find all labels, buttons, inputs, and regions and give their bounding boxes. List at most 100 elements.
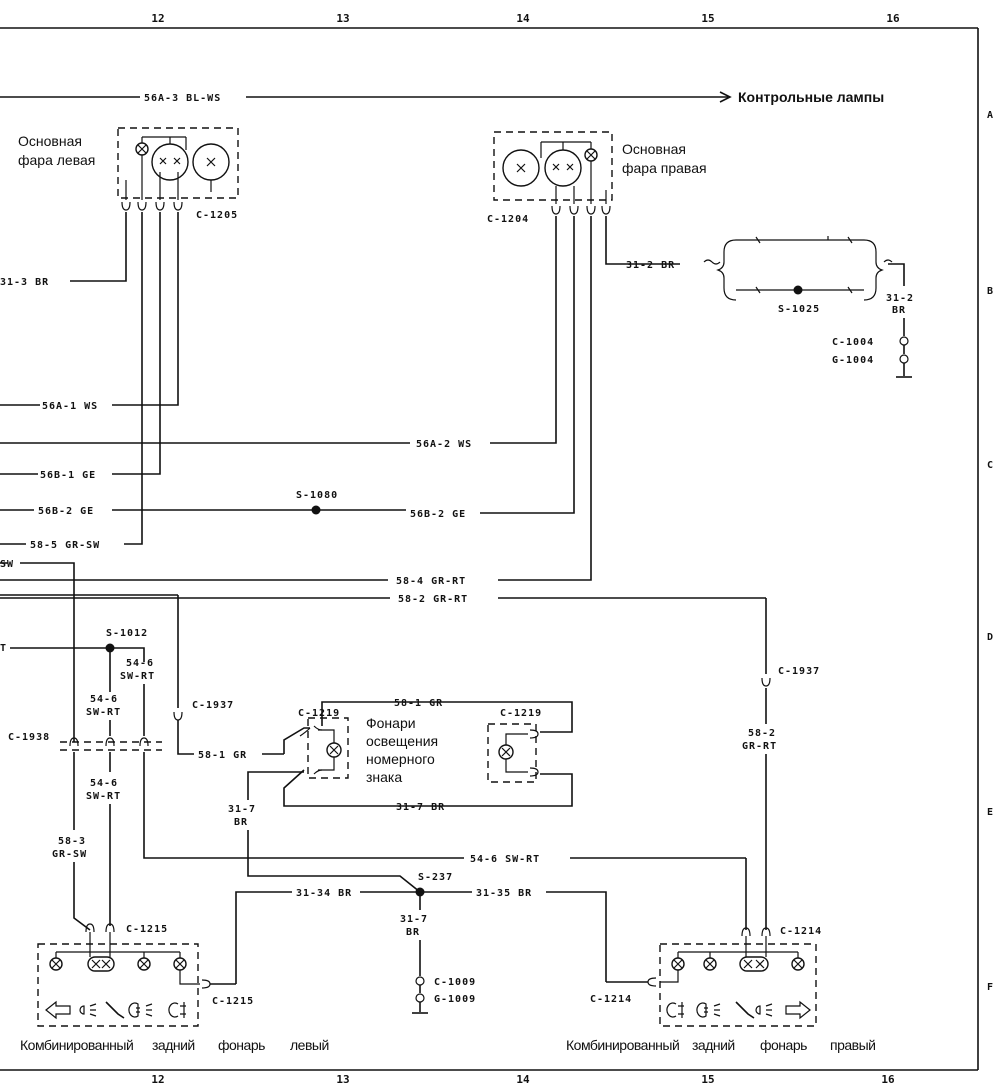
wires-right-headlamp: 56A-2 WS 56B-2 GE 56B-2 GE S-1080 58-4 G… (0, 216, 680, 587)
wire-label-581-top: 58-1 GR (394, 698, 443, 709)
grid-top: 12 13 14 15 16 (151, 12, 900, 25)
warning-lamps-label: Контрольные лампы (738, 89, 884, 105)
splice-label-s237: S-237 (418, 872, 453, 883)
headlamp-right: Основная фара правая C-1204 (487, 131, 707, 225)
connector-c1937-left: C-1937 (192, 700, 234, 711)
wire-label-56b2-left: 56B-2 GE (38, 506, 94, 517)
plate-lamps-label-1: Фонари (366, 715, 416, 731)
wire-label-312: 31-2 BR (626, 260, 675, 271)
wire-label-546-top-1: 54-6 (126, 658, 154, 669)
wire-label-56a1: 56A-1 WS (42, 401, 98, 412)
wire-label-546-top-2: SW-RT (120, 671, 155, 682)
wire-label-312v-2: BR (892, 305, 906, 316)
splice-label-s1012: S-1012 (106, 628, 148, 639)
grid-rows: A B C D E F (987, 110, 993, 993)
rear-lamp-left-label-1: Комбинированный (20, 1037, 133, 1053)
tail-lamp-icon-right (755, 1003, 773, 1017)
plate-lamps-label-3: номерного (366, 751, 435, 767)
wire-label-56a2: 56A-2 WS (416, 439, 472, 450)
grid-row-d: D (987, 632, 993, 643)
frame (0, 27, 979, 1071)
wire-label-56a3: 56A-3 BL-WS (144, 93, 221, 104)
connector-c1937-right: C-1937 (778, 666, 820, 677)
wire-label-546-low-2: SW-RT (86, 791, 121, 802)
wire-label-582: 58-2 GR-RT (398, 594, 468, 605)
tail-lamp-icon (79, 1003, 97, 1017)
headlamp-right-label-2: фара правая (622, 160, 707, 176)
reverse-lamp-icon (105, 1001, 125, 1019)
rear-lamp-right: C-1214 C-1214 Комбинированный задний фон… (566, 926, 876, 1053)
grid-col-16-bottom: 16 (881, 1073, 895, 1086)
connector-c1938: C-1938 (8, 732, 50, 743)
connector-c1205: C-1205 (196, 210, 238, 221)
connector-c1214-bottom: C-1214 (590, 994, 632, 1005)
plate-lamps: C-1219 58-1 GR 31-7 BR 31-7 BR Фонари ос… (228, 698, 573, 893)
wire-label-585: 58-5 GR-SW (30, 540, 100, 551)
splice-label-s1025: S-1025 (778, 304, 820, 315)
grid-col-13: 13 (336, 12, 349, 25)
connector-c1009: C-1009 (434, 977, 476, 988)
rear-lamp-right-label-2: задний (692, 1037, 735, 1053)
rear-fog-lamp-icon-right (666, 1002, 684, 1018)
wires-left-lower: SW 58-2 GR-RT T S-1012 54-6 SW-RT 54-6 S… (0, 559, 766, 931)
plate-lamps-label-4: знака (366, 769, 402, 785)
wire-label-546-mid-1: 54-6 (90, 694, 118, 705)
wire-label-317-left-2: BR (234, 817, 248, 828)
wire-label-583-2: GR-SW (52, 849, 87, 860)
rear-fog-lamp-icon (168, 1002, 186, 1018)
splice-s1025 (793, 285, 803, 295)
connector-g1004: G-1004 (832, 355, 874, 366)
rear-lamp-left-label-4: левый (290, 1037, 329, 1053)
wire-label-3135: 31-35 BR (476, 888, 532, 899)
fog-lamp-icon (128, 1002, 153, 1018)
wire-label-546-horizontal: 54-6 SW-RT (470, 854, 540, 865)
rear-lamp-right-label-1: Комбинированный (566, 1037, 679, 1053)
rear-lamp-right-label-4: правый (830, 1037, 875, 1053)
wire-label-313: 31-3 BR (0, 277, 49, 288)
wires-left-headlamp: 31-3 BR 56A-1 WS 56B-1 GE 58-5 GR-SW (0, 212, 179, 551)
rear-lamp-left: C-1215 C-1215 Комбинированный задний фон… (20, 923, 329, 1053)
connector-c1214-top: C-1214 (780, 926, 822, 937)
rear-lamp-right-label-3: фонарь (760, 1037, 807, 1053)
rear-lamp-left-label-2: задний (152, 1037, 195, 1053)
connector-c1004: C-1004 (832, 337, 874, 348)
headlamp-left: Основная фара левая C-1205 (18, 127, 239, 221)
grid-row-f: F (987, 982, 993, 993)
wire-label-584: 58-4 GR-RT (396, 576, 466, 587)
grid-col-12-bottom: 12 (151, 1073, 164, 1086)
wire-label-583-1: 58-3 (58, 836, 86, 847)
wires-right-lower: C-1937 58-2 GR-RT (742, 598, 820, 930)
wire-label-3134: 31-34 BR (296, 888, 352, 899)
grid-row-e: E (987, 807, 993, 818)
wire-label-317-ground-2: BR (406, 927, 420, 938)
splice-s1025-group: S-1025 31-2 BR C-1004 G-1004 (703, 236, 914, 378)
wire-label-sw: SW (0, 559, 14, 570)
headlamp-right-label-1: Основная (622, 141, 686, 157)
reverse-lamp-icon-right (735, 1001, 755, 1019)
grid-bottom: 12 13 14 15 16 (151, 1073, 895, 1086)
wire-label-582v-2: GR-RT (742, 741, 777, 752)
wire-label-317-ground-1: 31-7 (400, 914, 428, 925)
grid-col-15-bottom: 15 (701, 1073, 714, 1086)
wire-label-317-horizontal: 31-7 BR (396, 802, 445, 813)
left-turn-icon (45, 1000, 71, 1020)
grid-row-a: A (987, 110, 993, 121)
splice-s1080 (311, 505, 321, 515)
grid-col-14: 14 (516, 12, 530, 25)
right-turn-icon (785, 1000, 811, 1020)
connector-g1009: G-1009 (434, 994, 476, 1005)
wire-label-582v-1: 58-2 (748, 728, 776, 739)
grid-col-16: 16 (886, 12, 900, 25)
connector-c1219-right: C-1219 (500, 708, 542, 719)
wire-label-56b1: 56B-1 GE (40, 470, 96, 481)
wire-label-312v-1: 31-2 (886, 293, 914, 304)
plate-lamps-label-2: освещения (366, 733, 438, 749)
grid-col-12: 12 (151, 12, 164, 25)
grid-row-c: C (987, 460, 993, 471)
wire-label-581-left: 58-1 GR (198, 750, 247, 761)
connector-c1215-top: C-1215 (126, 924, 168, 935)
grid-col-14-bottom: 14 (516, 1073, 530, 1086)
grid-row-b: B (987, 286, 993, 297)
headlamp-left-label-2: фара левая (18, 152, 95, 168)
